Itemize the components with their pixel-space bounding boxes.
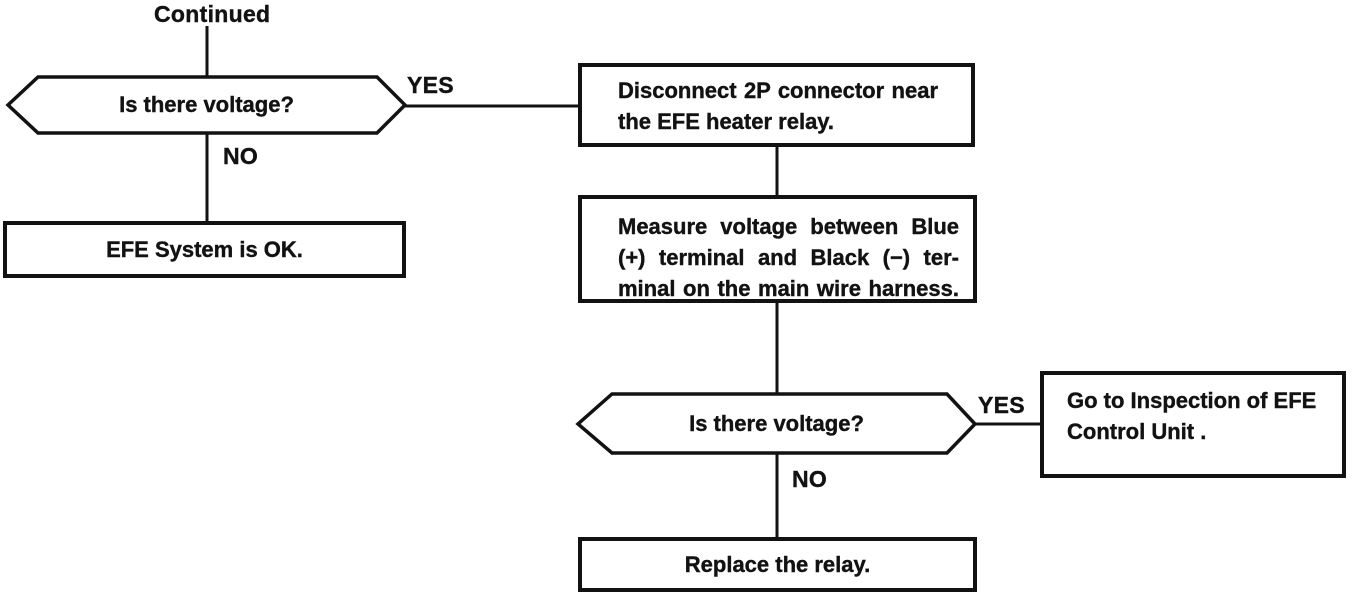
decision-1-yes-label: YES: [407, 72, 454, 98]
measure-line-2: (+) terminal and Black (−) ter-: [618, 245, 959, 270]
disconnect-line-2: the EFE heater relay.: [618, 109, 835, 134]
continued-label: Continued: [154, 1, 271, 27]
decision1-hexagon: [5, 75, 408, 135]
decision-1-no-label: NO: [223, 143, 259, 169]
decision2-hexagon: [575, 392, 978, 455]
decision-2-yes-label: YES: [978, 392, 1025, 418]
measure-line-3: minal on the main wire harness.: [618, 276, 959, 301]
disconnect-box: Disconnect 2P connector near the EFE hea…: [578, 63, 975, 147]
disconnect-line-1: Disconnect 2P connector near: [618, 78, 938, 103]
measure-line-1: Measure voltage between Blue: [618, 214, 959, 239]
goto-line-1: Go to Inspection of EFE: [1067, 388, 1317, 413]
decision-2-text: Is there voltage?: [689, 410, 864, 436]
decision-1-text: Is there voltage?: [119, 92, 294, 117]
goto-line-2: Control Unit .: [1067, 419, 1207, 444]
decision-2-no-label: NO: [792, 466, 828, 492]
replace-relay-box: Replace the relay.: [578, 537, 977, 592]
replace-relay-text: Replace the relay.: [684, 552, 871, 577]
efe-ok-box: EFE System is OK.: [3, 221, 406, 278]
goto-inspection-box: Go to Inspection of EFE Control Unit .: [1040, 371, 1346, 478]
efe-ok-text: EFE System is OK.: [106, 237, 303, 262]
measure-box: Measure voltage between Blue (+) termina…: [578, 195, 977, 303]
